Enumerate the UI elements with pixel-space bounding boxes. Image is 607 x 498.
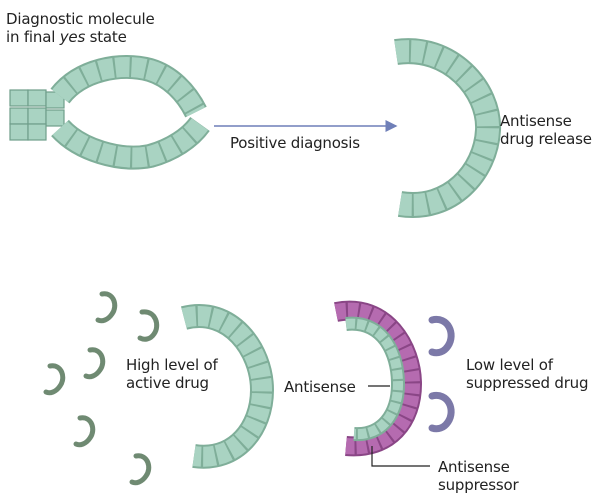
active-drug-3	[86, 350, 103, 377]
low-level-label: Low level of suppressed drug	[466, 356, 588, 392]
antisense-release-line-1: Antisense	[500, 112, 592, 130]
high-level-line-2: active drug	[126, 374, 218, 392]
title-line-2: in final yes state	[6, 28, 155, 46]
active-drug-5	[76, 418, 93, 445]
antisense-text: Antisense	[284, 378, 356, 396]
positive-diagnosis-label: Positive diagnosis	[230, 134, 360, 152]
antisense-release-line-2: drug release	[500, 130, 592, 148]
diagnostic-molecule	[10, 67, 200, 158]
low-level-line-1: Low level of	[466, 356, 588, 374]
title-line-1: Diagnostic molecule	[6, 10, 155, 28]
suppressor-line-1: Antisense	[438, 458, 518, 476]
suppressed-drug-1	[432, 319, 451, 352]
antisense-release-label: Antisense drug release	[500, 112, 592, 148]
title-line-2-prefix: in final	[6, 28, 60, 46]
title-line-2-suffix: state	[85, 28, 127, 46]
suppressor-line-2: suppressor	[438, 476, 518, 494]
low-level-line-2: suppressed drug	[466, 374, 588, 392]
positive-diagnosis-text: Positive diagnosis	[230, 134, 360, 152]
suppressor-label: Antisense suppressor	[438, 458, 518, 494]
high-level-line-1: High level of	[126, 356, 218, 374]
active-drug-1	[98, 294, 115, 321]
high-level-label: High level of active drug	[126, 356, 218, 392]
suppressed-drug-2	[432, 395, 451, 428]
active-drug-4	[46, 366, 63, 393]
active-drug-6	[132, 456, 149, 483]
active-drug-2	[140, 312, 157, 339]
antisense-label: Antisense	[284, 378, 356, 396]
diagnostic-molecule-label: Diagnostic molecule in final yes state	[6, 10, 155, 46]
title-line-2-italic: yes	[60, 28, 85, 46]
released-antisense-strand	[396, 51, 488, 205]
suppressed-drug-molecules	[432, 319, 451, 428]
